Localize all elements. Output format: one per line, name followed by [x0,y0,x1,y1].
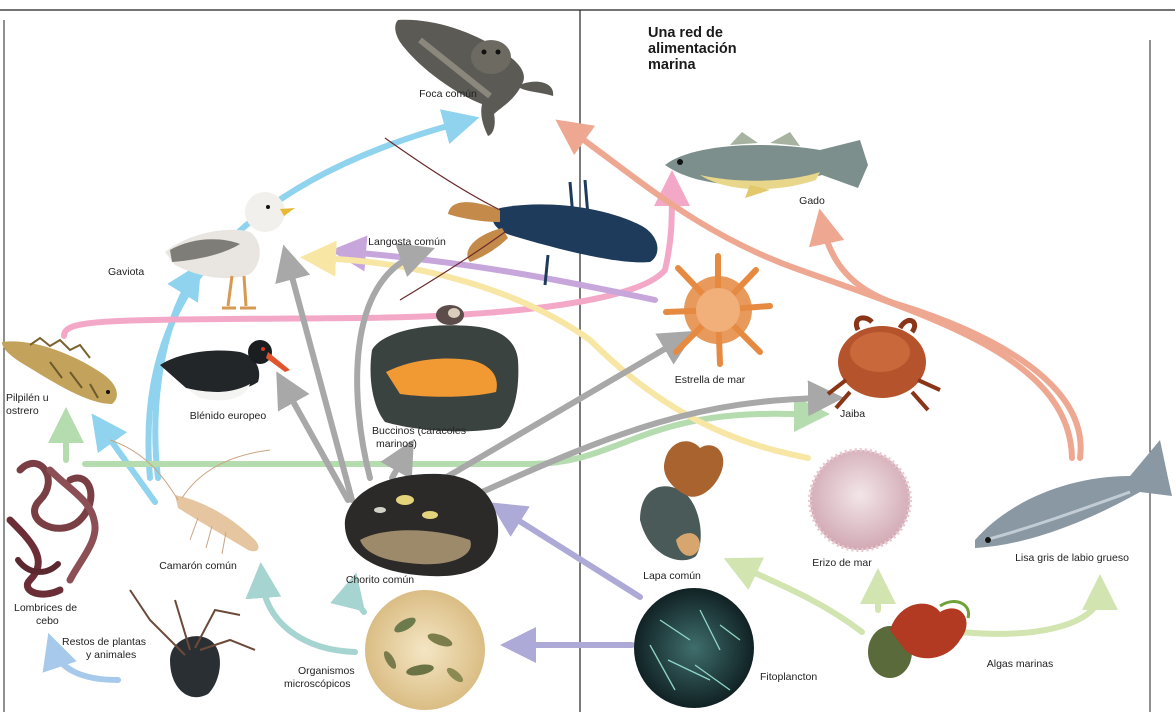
label-restos-2: y animales [86,649,136,661]
label-lapa: Lapa común [643,570,701,582]
arrow-algas-to-lisa [960,592,1100,634]
label-lombrices-2: cebo [36,615,59,627]
arrow-fito-to-chorito [505,512,640,597]
limpet-illustration [640,441,723,560]
whelks-illustration [371,305,519,431]
label-jaiba: Jaiba [840,408,865,420]
title-line-1: Una red de [648,25,737,41]
label-langosta: Langosta común [368,236,446,248]
arrow-organismos-to-camaron [262,580,355,652]
label-blenido: Blénido europeo [190,410,266,422]
plant-remains-illustration [130,590,255,697]
label-chorito: Chorito común [346,574,414,586]
label-pilpilen-1: Pilpilén u [6,392,49,404]
label-pilpilen-2: ostrero [6,405,39,417]
label-estrella: Estrella de mar [675,374,746,386]
worms-illustration [10,463,95,594]
diagram-title: Una red de alimentación marina [648,25,737,73]
label-algas: Algas marinas [987,658,1054,670]
label-lombrices-1: Lombrices de [14,602,77,614]
title-line-3: marina [648,57,737,73]
label-camaron: Camarón común [159,560,237,572]
label-buccinos-2: marinos) [376,438,417,450]
label-gado: Gado [799,195,825,207]
label-erizo: Erizo de mar [812,557,872,569]
arrows [54,122,1100,680]
shrimp-illustration [110,440,270,554]
arrow-lisa-to-foca [570,130,1072,458]
sea-urchin-illustration [810,450,910,550]
seaweed-illustration [868,602,969,678]
seal-illustration [395,20,553,136]
starfish-illustration [666,256,770,364]
label-restos-1: Restos de plantas [62,636,146,648]
microorganisms-illustration [365,590,485,710]
phytoplankton-illustration [634,588,754,708]
label-gaviota: Gaviota [108,266,144,278]
label-organismos-2: microscópicos [284,678,351,690]
label-lisa: Lisa gris de labio grueso [1015,552,1129,564]
arrow-organismos-to-chorito [352,590,364,612]
oystercatcher-illustration [160,340,290,400]
label-fitoplancton: Fitoplancton [760,671,817,683]
label-organismos-1: Organismos [298,665,355,677]
mussels-illustration [345,474,498,576]
label-foca: Foca común [419,88,477,100]
label-buccinos-1: Buccinos (caracoles [372,425,466,437]
arrow-algas-to-lapa [740,566,862,632]
crab-illustration [828,318,940,410]
title-line-2: alimentación [648,41,737,57]
cod-illustration [665,132,868,198]
